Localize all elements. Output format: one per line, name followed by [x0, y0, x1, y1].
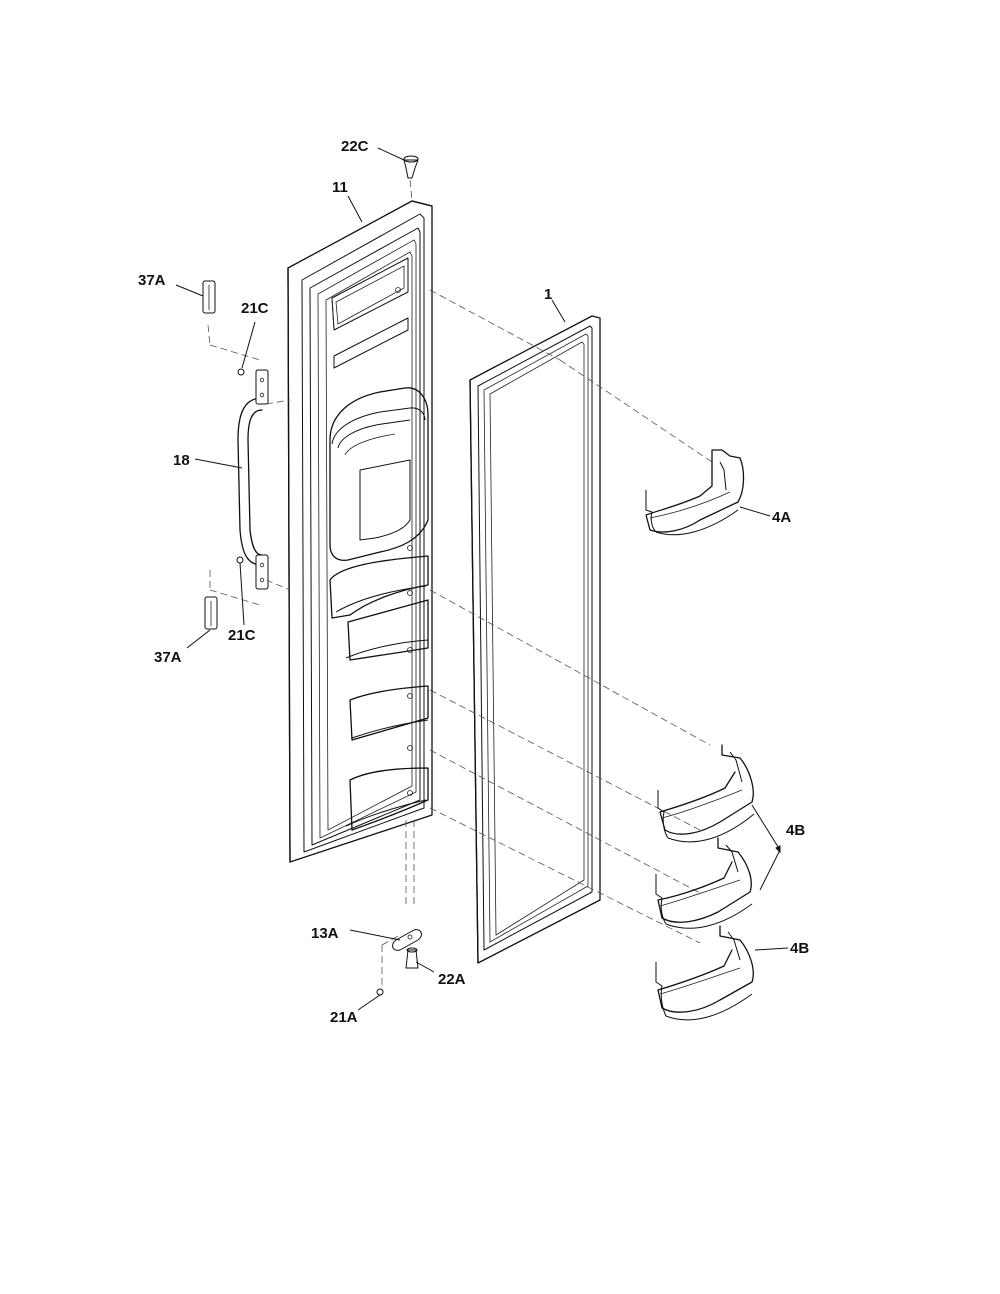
door-bin-4b-1: [657, 744, 755, 843]
leader-lines: [175, 147, 789, 1011]
hinge-bottom: [392, 929, 422, 951]
door-bin-4b-3: [655, 925, 754, 1021]
screw-bottom-hinge: [376, 988, 384, 996]
part-labels: 22C 11 37A 21C 1 18 4A 37A 21C 4B 13A 22…: [138, 138, 809, 1026]
label-22a: 22A: [438, 971, 466, 988]
door-handle: [237, 369, 269, 590]
trim-cap-bottom: [204, 596, 218, 630]
label-4b-pair: 4B: [786, 822, 805, 839]
alignment-lines: [207, 179, 713, 990]
label-37a-top: 37A: [138, 272, 166, 289]
trim-cap-top: [202, 280, 216, 314]
screw-top: [237, 368, 245, 376]
label-1: 1: [544, 286, 552, 303]
label-4a: 4A: [772, 509, 791, 526]
label-11: 11: [332, 179, 348, 196]
door-bin-4b-2: [655, 837, 753, 929]
label-21a: 21A: [330, 1009, 358, 1026]
label-18: 18: [173, 452, 190, 469]
label-13a: 13A: [311, 925, 339, 942]
pin-bottom: [405, 947, 419, 969]
label-4b-single: 4B: [790, 940, 809, 957]
screw-bottom: [236, 556, 244, 564]
door-assembly: [287, 200, 433, 863]
plug-top: [403, 155, 419, 179]
label-37a-bottom: 37A: [154, 649, 182, 666]
label-21c-bottom: 21C: [228, 627, 256, 644]
door-bin-4a: [645, 449, 745, 536]
label-21c-top: 21C: [241, 300, 269, 317]
door-gasket: [469, 315, 601, 964]
label-22c: 22C: [341, 138, 369, 155]
